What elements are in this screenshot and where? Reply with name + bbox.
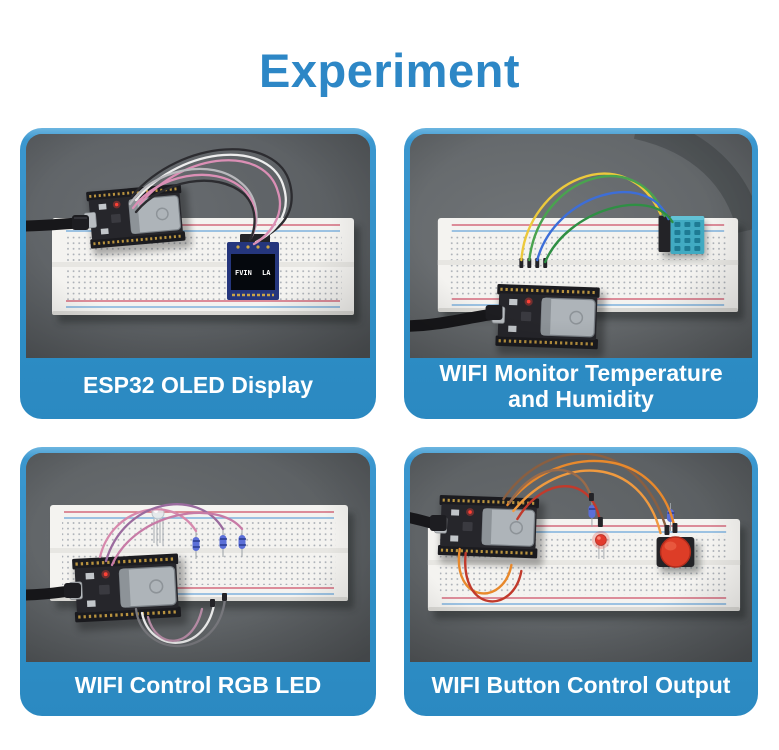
panel-wifi-monitor-temperature-humidity: WIFI Monitor Temperature and Humidity [404, 128, 758, 419]
caption-wifi-monitor-temperature-humidity: WIFI Monitor Temperature and Humidity [410, 358, 752, 416]
dht11-photo-scene [410, 134, 752, 358]
panel-wifi-button-control-output: WIFI Button Control Output [404, 447, 758, 716]
vignette-overlay [26, 453, 370, 662]
photo-dht11 [410, 134, 752, 358]
panel-esp32-oled-display: FVIN LA [20, 128, 376, 419]
caption-line: WIFI Monitor Temperature [439, 360, 723, 386]
photo-rgb-led [26, 453, 370, 662]
vignette-overlay [26, 134, 370, 358]
vignette-overlay [410, 453, 752, 662]
caption-wifi-control-rgb-led: WIFI Control RGB LED [26, 662, 370, 710]
caption-line: and Humidity [508, 385, 654, 412]
rgb-led-photo-scene [26, 453, 370, 662]
caption-line: ESP32 OLED Display [82, 371, 314, 398]
esp32-oled-photo-scene: FVIN LA [26, 134, 370, 358]
caption-esp32-oled-display: ESP32 OLED Display [26, 358, 370, 413]
vignette-overlay [410, 134, 752, 358]
caption-line: WIFI Button Control Output [431, 672, 731, 698]
page-title: Experiment [259, 44, 520, 98]
button-output-photo-scene [410, 453, 752, 662]
caption-wifi-button-control-output: WIFI Button Control Output [410, 662, 752, 710]
photo-esp32-oled: FVIN LA [26, 134, 370, 358]
caption-line: WIFI Control RGB LED [74, 672, 322, 698]
photo-button-output [410, 453, 752, 662]
panel-wifi-control-rgb-led: WIFI Control RGB LED [20, 447, 376, 716]
